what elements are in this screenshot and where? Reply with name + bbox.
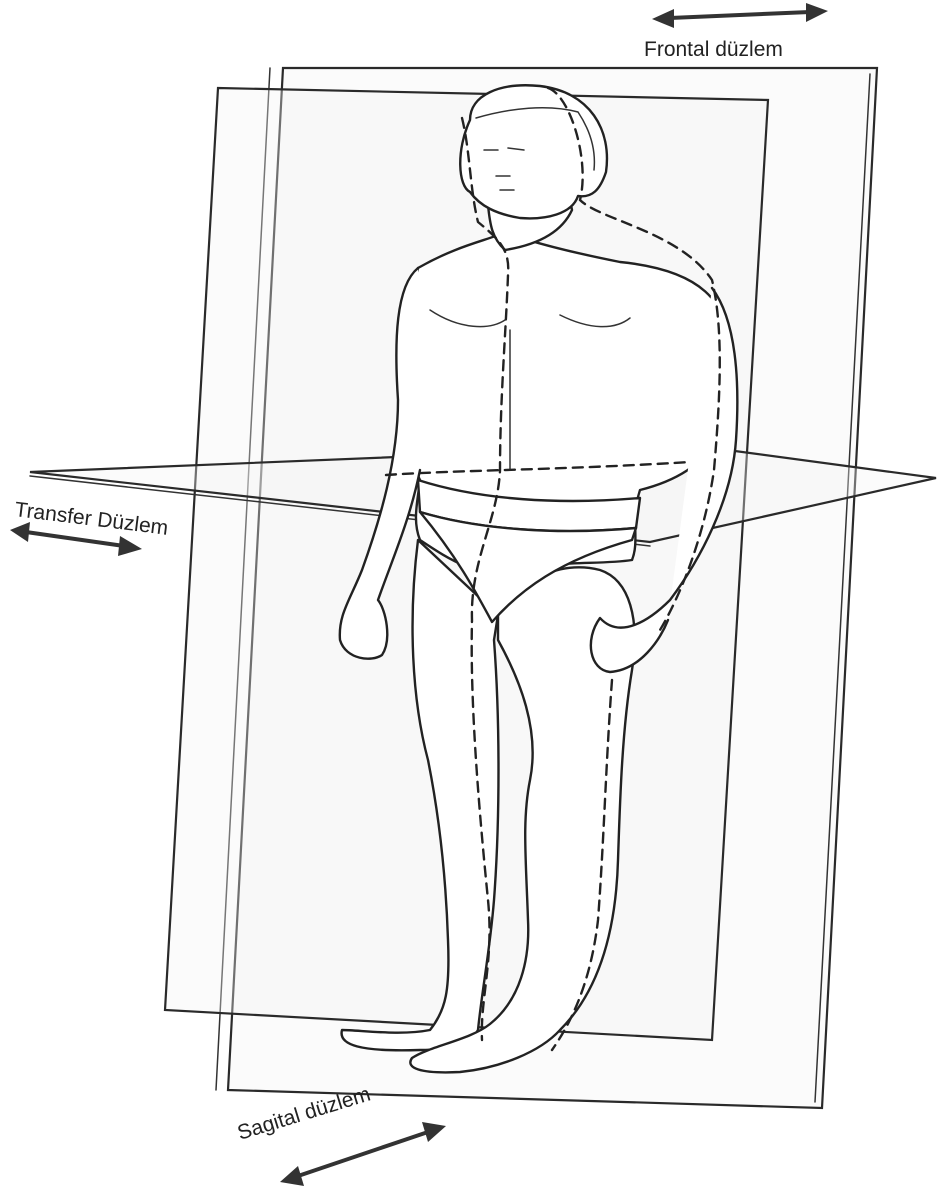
frontal-arrow [652, 3, 828, 28]
sagital-arrow [280, 1122, 446, 1186]
frontal-label: Frontal düzlem [644, 38, 783, 61]
